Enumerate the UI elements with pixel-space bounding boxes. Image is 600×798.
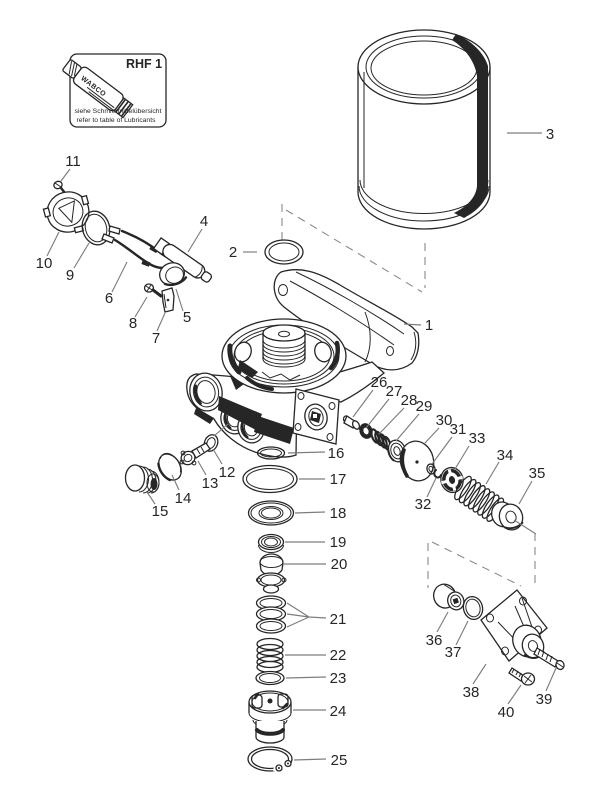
callout-37: 37 (445, 644, 462, 661)
part-10-heater-cover (42, 191, 90, 234)
callout-27: 27 (386, 383, 403, 400)
housing-port-left (189, 372, 223, 412)
callout-9: 9 (66, 267, 74, 284)
callout-13: 13 (202, 475, 219, 492)
callout-28: 28 (401, 392, 418, 409)
callout-1: 1 (425, 317, 433, 334)
callout-32: 32 (415, 496, 432, 513)
callout-36: 36 (426, 632, 443, 649)
callout-20: 20 (331, 556, 348, 573)
part-5-bushing (159, 262, 188, 287)
callout-35: 35 (529, 465, 546, 482)
part-15-plug (124, 464, 160, 494)
part-9-oring (81, 210, 111, 246)
part-35-cap (490, 501, 524, 531)
callout-39: 39 (536, 691, 553, 708)
callout-26: 26 (371, 374, 388, 391)
callout-14: 14 (175, 490, 192, 507)
part-7-bracket (161, 287, 175, 313)
lubricant-tube: WABCO (62, 59, 134, 119)
callout-5: 5 (183, 309, 191, 326)
callout-12: 12 (219, 464, 236, 481)
callout-22: 22 (330, 647, 347, 664)
callout-2: 2 (229, 244, 237, 261)
callout-25: 25 (331, 752, 348, 769)
part-11-screw (53, 180, 67, 195)
part-36-fitting (432, 583, 465, 611)
callout-11: 11 (65, 153, 81, 170)
heater-assembly (42, 180, 213, 313)
callout-23: 23 (330, 670, 347, 687)
part-2-oring (264, 239, 304, 265)
leader-lines (46, 132, 557, 761)
part-4-heater-cartridge (152, 237, 213, 283)
part-38-flange-cover (480, 589, 548, 662)
callout-38: 38 (463, 684, 480, 701)
callout-21: 21 (330, 611, 347, 628)
part-26-pin (342, 415, 362, 431)
callout-24: 24 (330, 703, 347, 720)
part-33-valve-disc (440, 466, 464, 494)
lubricant-note-box: WABCO RHF 1 siehe Schmiermittelübersicht… (62, 53, 167, 128)
part-14-diaphragm (157, 452, 182, 482)
callout-15: 15 (152, 503, 169, 520)
part-19-seal (257, 533, 285, 553)
callout-16: 16 (328, 445, 345, 462)
part-3-desiccant-cartridge (357, 29, 491, 230)
part-21-orings (255, 595, 287, 634)
part-30-diaphragm-disc (399, 440, 435, 482)
part-31-ring (426, 463, 436, 475)
part-1-housing (186, 269, 420, 458)
part-17-oring (242, 464, 298, 494)
part-34-spring-large (454, 475, 505, 522)
part-32-clip (433, 469, 442, 479)
callout-31: 31 (450, 421, 467, 438)
callout-34: 34 (497, 447, 514, 464)
part-40-screw (508, 667, 536, 686)
part-23-oring (255, 670, 285, 686)
callout-labels: 1 2 3 4 5 6 7 8 9 10 11 12 13 14 15 16 1… (36, 126, 555, 769)
part-39-screw (533, 647, 565, 671)
part-27-seal (359, 423, 373, 439)
callout-7: 7 (152, 330, 160, 347)
part-8-screw (143, 283, 163, 298)
callout-18: 18 (330, 505, 347, 522)
drain-valve-group (124, 434, 219, 494)
assembly-dashed-lines-top (281, 204, 426, 293)
part-20-valve (256, 553, 287, 594)
callout-19: 19 (330, 534, 347, 551)
callout-6: 6 (105, 290, 113, 307)
purge-valve-stack (242, 446, 298, 776)
callout-4: 4 (200, 213, 208, 230)
part-22-spring (256, 637, 284, 674)
callout-10: 10 (36, 255, 53, 272)
callout-3: 3 (546, 126, 554, 143)
callout-29: 29 (416, 398, 433, 415)
part-16-oring (256, 446, 286, 460)
note-box-code: RHF 1 (126, 57, 162, 71)
part-18-washer (247, 500, 295, 526)
check-valve-chain (342, 415, 524, 531)
callout-17: 17 (330, 471, 347, 488)
callout-8: 8 (129, 315, 137, 332)
callout-30: 30 (436, 412, 453, 429)
part-24-piston (248, 690, 292, 744)
callout-40: 40 (498, 704, 515, 721)
note-line-de: siehe Schmiermittelübersicht (75, 108, 162, 115)
note-line-en: refer to table of Lubricants (77, 117, 157, 124)
housing-valve-flange (292, 388, 340, 445)
part-25-snap-ring (247, 746, 293, 776)
callout-33: 33 (469, 430, 486, 447)
part-37-oring (462, 595, 484, 621)
part-13-bolt (179, 442, 211, 466)
flange-assembly (427, 519, 565, 686)
